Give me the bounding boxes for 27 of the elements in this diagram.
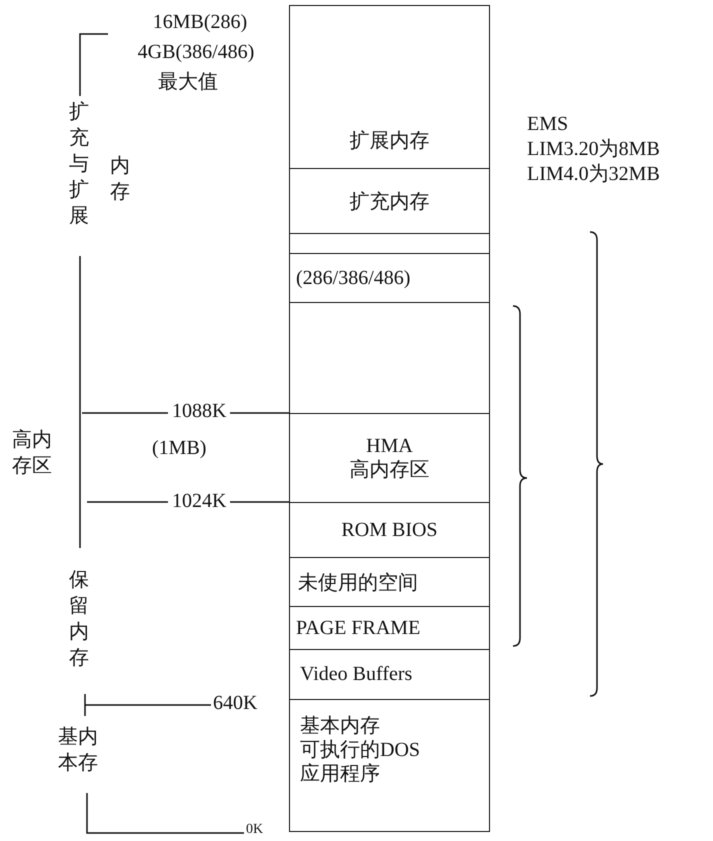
memory-block: 扩展内存: [289, 5, 490, 169]
memory-block: Video Buffers: [289, 649, 490, 700]
limit-label: 16MB(286): [152, 10, 248, 34]
memory-block: HMA 高内存区: [289, 413, 490, 503]
memory-block: 扩充内存: [289, 168, 490, 234]
address-label: 640K: [213, 691, 258, 715]
note-text: LIM4.0为32MB: [527, 162, 660, 186]
size-label: (1MB): [152, 436, 206, 460]
address-label: 1088K: [172, 399, 226, 423]
memory-block: PAGE FRAME: [289, 606, 490, 650]
address-label: 0K: [246, 822, 264, 839]
note-text: LIM3.20为8MB: [527, 137, 660, 161]
address-label: 1024K: [172, 489, 226, 513]
empty-memory-block: [289, 302, 490, 414]
region-label: 基内本存: [58, 723, 99, 775]
memory-block: 基本内存 可执行的DOS 应用程序: [289, 699, 490, 832]
limit-label: 最大值: [157, 70, 219, 94]
note-text: EMS: [527, 112, 568, 136]
region-label: 高内存区: [12, 426, 53, 478]
region-label: 扩充与扩展: [69, 98, 90, 228]
region-label: 保留内存: [69, 566, 90, 670]
region-label: 内存: [110, 152, 131, 204]
memory-block: ROM BIOS: [289, 502, 490, 558]
memory-block: (286/386/486): [289, 253, 490, 303]
memory-block: 未使用的空间: [289, 557, 490, 607]
empty-memory-block: [289, 233, 490, 254]
limit-label: 4GB(386/486): [136, 40, 256, 64]
